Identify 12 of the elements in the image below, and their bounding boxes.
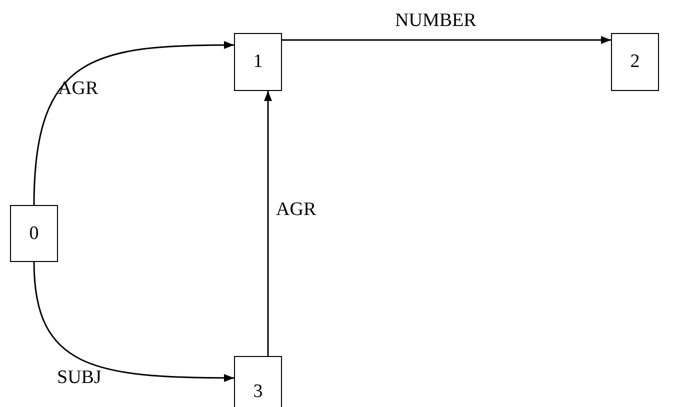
edge-label: NUMBER [395, 10, 476, 32]
arrow [282, 36, 611, 44]
arrow [264, 91, 272, 356]
edge-label: AGR [276, 199, 316, 221]
edge-label: AGR [58, 78, 98, 100]
node-box: 1 [234, 33, 282, 91]
node-box: 2 [611, 33, 659, 91]
arrow [33, 262, 234, 382]
edge-label: SUBJ [57, 367, 102, 389]
arrow [33, 41, 234, 206]
node-box: 3 [234, 356, 282, 407]
node-box: 0 [10, 205, 58, 262]
